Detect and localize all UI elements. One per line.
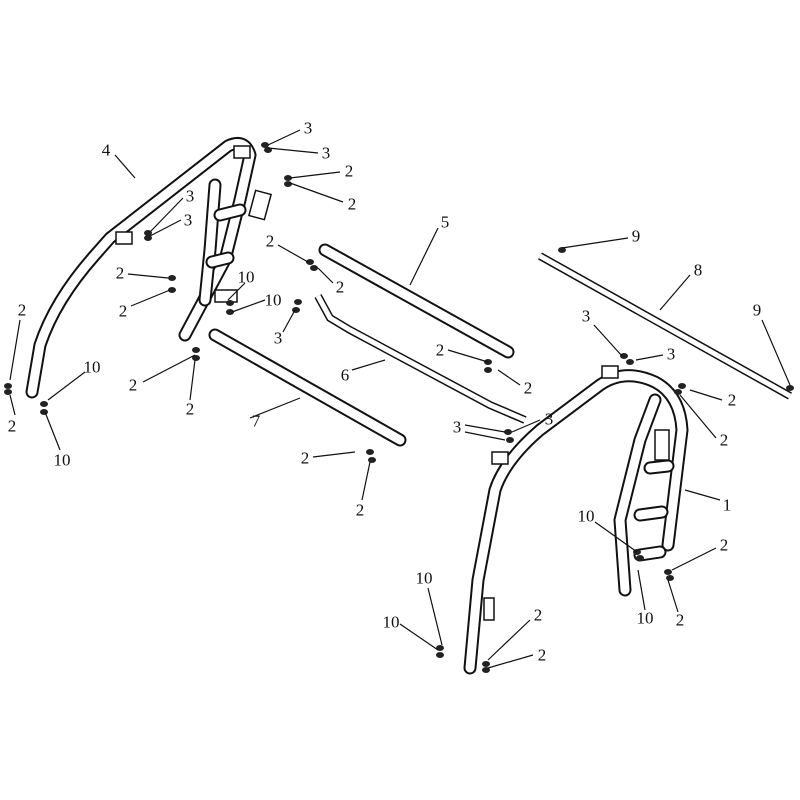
bolt-icon	[192, 355, 200, 361]
bolt-icon	[664, 569, 672, 575]
callout-part-2: 2	[265, 231, 275, 251]
callout-part-3: 3	[321, 143, 331, 163]
callout-part-2: 2	[727, 390, 737, 410]
bolt-icon	[226, 309, 234, 315]
bolt-icon	[40, 401, 48, 407]
bolt-icon	[310, 265, 318, 271]
callout-part-3: 3	[581, 306, 591, 326]
callout-part-2: 2	[347, 194, 357, 214]
bolt-icon	[666, 575, 674, 581]
callout-part-3: 3	[452, 417, 462, 437]
callout-part-2: 2	[335, 277, 345, 297]
callout-part-2: 2	[17, 300, 27, 320]
bolt-icon	[192, 347, 200, 353]
callout-part-2: 2	[344, 161, 354, 181]
callout-part-2: 2	[300, 448, 310, 468]
callout-part-9: 9	[752, 300, 762, 320]
callout-part-2: 2	[185, 399, 195, 419]
bolt-icon	[620, 353, 628, 359]
callout-part-3: 3	[666, 344, 676, 364]
bolt-icon	[484, 367, 492, 373]
callout-part-9: 9	[631, 226, 641, 246]
bolt-icon	[144, 235, 152, 241]
callout-part-10: 10	[415, 568, 433, 588]
bolt-icon	[366, 449, 374, 455]
callout-part-7: 7	[251, 411, 261, 431]
callout-part-5: 5	[440, 212, 450, 232]
callout-part-10: 10	[237, 267, 255, 287]
callout-part-2: 2	[719, 535, 729, 555]
callout-part-10: 10	[577, 506, 595, 526]
callout-part-6: 6	[340, 365, 350, 385]
bolt-icon	[506, 437, 514, 443]
bolt-icon	[626, 359, 634, 365]
callout-part-10: 10	[264, 290, 282, 310]
bolt-icon	[226, 300, 234, 306]
bolt-icon	[674, 389, 682, 395]
bolt-icon	[168, 275, 176, 281]
part-8-flat-strip	[538, 252, 792, 400]
bolt-icon	[294, 299, 302, 305]
callout-part-2: 2	[533, 605, 543, 625]
bolt-icon	[4, 383, 12, 389]
callout-part-3: 3	[183, 210, 193, 230]
callout-part-4: 4	[101, 140, 111, 160]
bolt-icon	[786, 385, 794, 391]
callout-part-2: 2	[523, 378, 533, 398]
callout-part-2: 2	[7, 416, 17, 436]
bolt-icon	[40, 409, 48, 415]
bolt-icon	[636, 555, 644, 561]
leader-lines	[9, 129, 791, 669]
part-4-rear-hoop	[25, 137, 273, 399]
callout-part-8: 8	[693, 260, 703, 280]
bolt-icon	[504, 429, 512, 435]
bolt-icon	[368, 457, 376, 463]
bolt-icon	[678, 383, 686, 389]
callout-part-3: 3	[303, 118, 313, 138]
part-7-lower-bar	[208, 328, 407, 447]
callout-part-3: 3	[185, 186, 195, 206]
bolt-icon	[306, 259, 314, 265]
callout-part-2: 2	[435, 340, 445, 360]
bolt-icon	[284, 181, 292, 187]
callout-part-2: 2	[118, 301, 128, 321]
callout-part-3: 3	[544, 409, 554, 429]
callout-part-10: 10	[382, 612, 400, 632]
bolt-icon	[284, 175, 292, 181]
callout-part-2: 2	[128, 375, 138, 395]
part-6-brace-bar	[314, 294, 527, 424]
callout-part-10: 10	[636, 608, 654, 628]
callout-part-10: 10	[53, 450, 71, 470]
callout-part-2: 2	[537, 645, 547, 665]
bolt-icon	[482, 661, 490, 667]
part-1-front-hoop	[463, 365, 689, 675]
callout-part-2: 2	[355, 500, 365, 520]
bolt-icon	[168, 287, 176, 293]
bolt-icon	[4, 389, 12, 395]
bolt-icon	[482, 667, 490, 673]
callout-part-10: 10	[83, 357, 101, 377]
callout-part-2: 2	[675, 610, 685, 630]
bolt-icon	[436, 652, 444, 658]
bolt-icon	[558, 247, 566, 253]
callout-part-2: 2	[115, 263, 125, 283]
part-5-upper-bar	[318, 243, 515, 359]
callout-part-1: 1	[722, 495, 732, 515]
callout-part-3: 3	[273, 328, 283, 348]
callout-part-2: 2	[719, 430, 729, 450]
bolt-icon	[261, 142, 269, 148]
